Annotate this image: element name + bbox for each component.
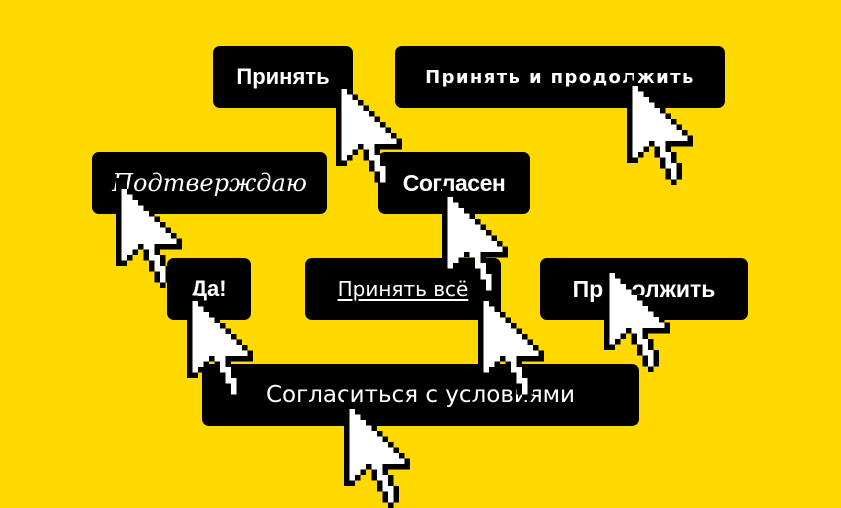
pixel-arrow-cursor-icon: [627, 75, 693, 185]
continue-button-label: Продолжить: [572, 275, 716, 302]
pixel-arrow-cursor-icon: [187, 290, 253, 400]
accept-all-button[interactable]: Принять всё: [305, 258, 501, 320]
pixel-arrow-cursor-icon: [478, 290, 544, 400]
pixel-arrow-cursor-icon: [344, 398, 410, 508]
accept-and-continue-button-label: Принять и продолжить: [425, 66, 695, 88]
accept-and-continue-button[interactable]: Принять и продолжить: [395, 46, 725, 108]
accept-all-button-label: Принять всё: [337, 277, 469, 301]
accept-button[interactable]: Принять: [213, 46, 353, 108]
pixel-arrow-cursor-icon: [336, 78, 402, 188]
pixel-arrow-cursor-icon: [442, 186, 508, 296]
agree-to-terms-button[interactable]: Согласиться с условиями: [202, 364, 639, 426]
agree-button-label: Согласен: [402, 169, 506, 196]
accept-button-label: Принять: [236, 64, 330, 89]
pixel-arrow-cursor-icon: [604, 262, 670, 372]
confirm-button-label: Подтверждаю: [112, 169, 307, 197]
pixel-arrow-cursor-icon: [116, 178, 182, 288]
yes-button[interactable]: Да!: [167, 258, 251, 320]
